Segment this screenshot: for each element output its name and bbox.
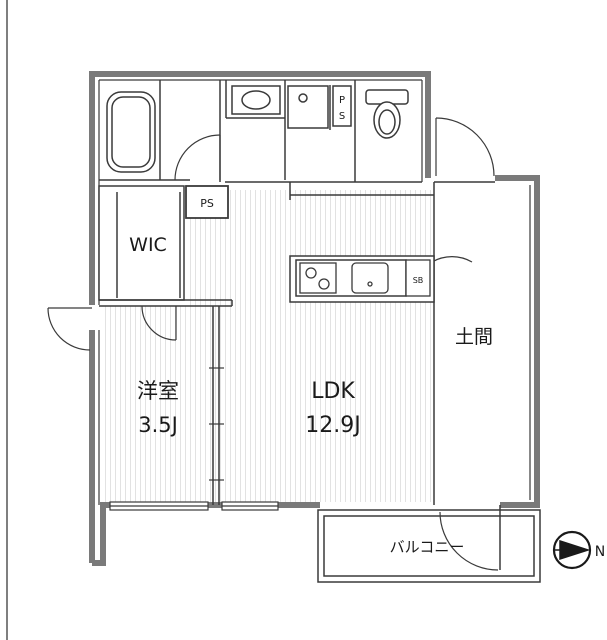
washer-pan-icon (287, 85, 329, 129)
outer-walls (89, 71, 540, 566)
wet-area-partitions (99, 80, 495, 505)
balcony (317, 505, 541, 583)
bedroom-size: 3.5J (138, 413, 178, 437)
stove-icon (299, 262, 337, 294)
ldk-name: LDK (311, 379, 355, 404)
bottom-windows (109, 501, 279, 511)
toilet-icon (365, 89, 409, 139)
sliding-door-ticks (209, 367, 224, 481)
balcony-label: バルコニー (390, 538, 465, 556)
compass-label: N (595, 544, 605, 560)
ldk-floor (190, 190, 435, 502)
kitchen-sink-icon (351, 262, 389, 294)
wic-partitions (98, 185, 233, 505)
bedroom-floor (103, 306, 213, 502)
pipe-space-hall-label: PS (200, 197, 214, 210)
shoe-box-label: SB (413, 276, 424, 285)
washbasin-icon (231, 85, 281, 115)
balcony-door-swing (439, 511, 499, 571)
bedroom-name: 洋室 (137, 379, 179, 403)
wic-label: WIC (129, 234, 167, 256)
bathtub-icon (106, 91, 156, 173)
ldk-size: 12.9J (305, 413, 360, 438)
door-swings (47, 117, 495, 351)
compass-icon: N (552, 530, 605, 570)
pipe-space-bath-label-p: P (339, 95, 345, 106)
pipe-space-bath-box (332, 85, 352, 127)
entrance-label: 土間 (455, 326, 493, 348)
pipe-space-bath-label-s: S (339, 111, 345, 122)
shoe-box (405, 259, 431, 297)
